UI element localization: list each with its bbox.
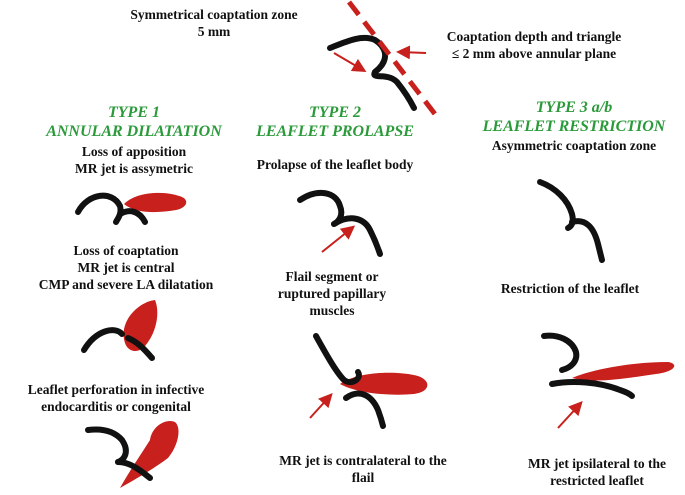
flail-leaflet: [313, 333, 362, 386]
restricted-leaflet: [541, 332, 580, 373]
leaflet-left: [85, 426, 129, 465]
type2-prolapse-illustration: [297, 189, 383, 257]
normal-valve-illustration: [327, 0, 440, 120]
type2-caption-contralateral: MR jet is contralateral to the flail: [279, 453, 447, 485]
type1-leaflet-perforation-illustration: [85, 420, 179, 488]
type3-caption-restriction: Restriction of the leaflet: [500, 281, 640, 296]
flail-arrow: [309, 393, 333, 419]
leaflet-left: [537, 179, 576, 231]
leaflet-left: [75, 192, 124, 225]
leaflet-right: [331, 215, 383, 257]
type1-loss-of-apposition-illustration: [75, 192, 187, 225]
leaflet-left: [297, 189, 345, 227]
type2-caption-flail: Flail segment or ruptured papillary musc…: [277, 269, 387, 318]
leaflet-right: [569, 218, 605, 263]
leaflet-right: [117, 208, 148, 225]
type3-caption-ipsilateral: MR jet ipsilateral to the restricted lea…: [528, 456, 666, 488]
type3-caption-asymmetric: Asymmetric coaptation zone: [491, 138, 657, 153]
type2-flail-illustration: [309, 333, 428, 429]
coaptation-depth-label: Coaptation depth and triangle ≤ 2 mm abo…: [446, 29, 622, 61]
restriction-arrow: [557, 401, 583, 429]
jet-asymmetric: [124, 192, 187, 213]
leaflet-right: [125, 335, 155, 361]
prolapse-arrow: [321, 225, 356, 253]
annular-plane-dashed-line: [347, 0, 440, 120]
type3-title: TYPE 3 a/b LEAFLET RESTRICTION: [482, 99, 666, 135]
symmetrical-coaptation-label: Symmetrical coaptation zone 5 mm: [130, 7, 298, 39]
leaflet-right: [115, 459, 153, 481]
type2-title: TYPE 2 LEAFLET PROLAPSE: [256, 104, 414, 140]
leaflet-right: [343, 390, 386, 429]
type3-asymmetric-illustration: [537, 179, 605, 263]
type1-caption-coaptation: Loss of coaptation MR jet is central CMP…: [38, 243, 214, 292]
coaptation-arrow-right: [396, 45, 427, 60]
type1-loss-of-coaptation-illustration: [81, 300, 158, 361]
jet-contralateral: [340, 372, 428, 395]
type1-caption-perforation: Leaflet perforation in infective endocar…: [27, 382, 205, 414]
type3-restriction-illustration: [541, 332, 675, 429]
leaflet-left: [81, 327, 125, 353]
jet-perforation: [120, 420, 179, 488]
posterior-leaflet: [371, 69, 417, 111]
type2-caption-prolapse: Prolapse of the leaflet body: [256, 157, 414, 172]
type1-caption-apposition: Loss of apposition MR jet is assymetric: [74, 144, 194, 176]
coaptation-arrow-left: [333, 52, 367, 73]
jet-ipsilateral: [572, 362, 675, 381]
leaflet-lower: [549, 379, 635, 399]
type1-title: TYPE 1 ANNULAR DILATATION: [46, 104, 222, 140]
anterior-leaflet: [327, 34, 389, 75]
